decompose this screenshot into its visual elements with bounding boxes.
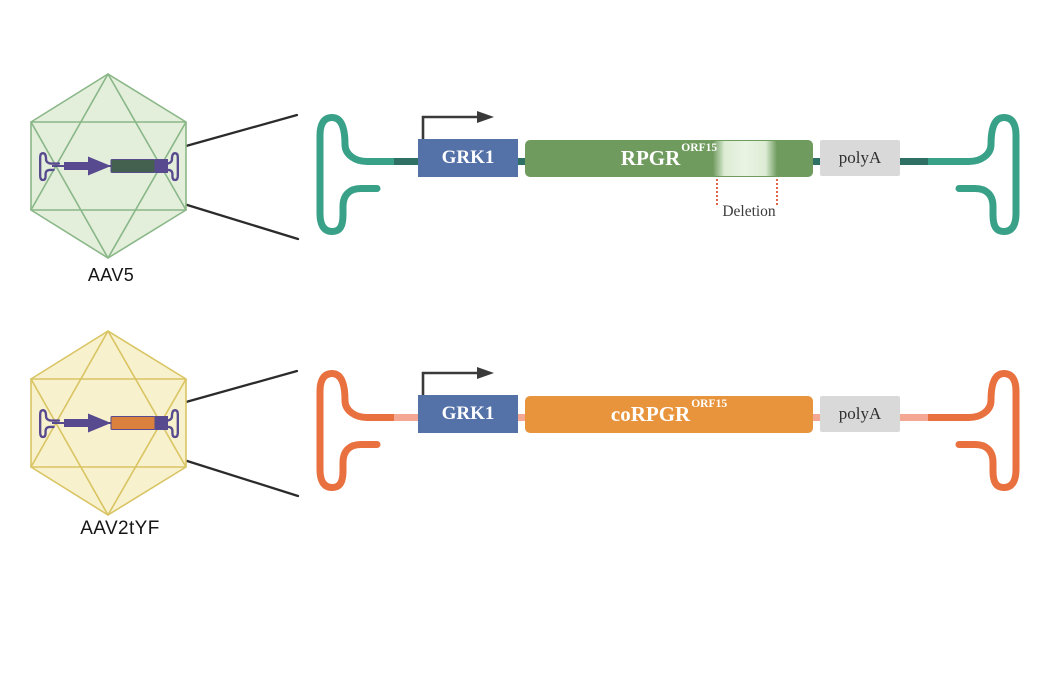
tss-arrow-icon — [421, 367, 494, 395]
mini-itr-right-icon — [157, 409, 179, 439]
mini-cassette-block — [155, 416, 168, 430]
itr-left-icon-aav2tyf — [316, 370, 404, 491]
promoter-label: GRK1 — [441, 403, 495, 424]
capsid-genome-aav5 — [39, 152, 179, 182]
deletion-label: Deletion — [722, 203, 776, 220]
gene-label-superscript: ORF15 — [681, 142, 718, 155]
gene-box-corpgr: coRPGRORF15 — [525, 396, 813, 433]
mini-itr-left-icon — [39, 152, 61, 182]
capsid-aav2tyf-icon — [30, 330, 187, 516]
promoter-box-grk1: GRK1 — [418, 139, 518, 177]
gene-label: coRPGRORF15 — [610, 398, 728, 426]
pointer-lines-aav5 — [182, 113, 300, 241]
promoter-box-grk1: GRK1 — [418, 395, 518, 433]
itr-right-icon-aav2tyf — [932, 370, 1020, 491]
capsid-aav5-icon — [30, 73, 187, 259]
capsid-label-aav2tyf: AAV2tYF — [80, 518, 160, 539]
deletion-marker-left — [716, 179, 718, 205]
tss-arrow-icon — [421, 111, 494, 139]
capsid-facets — [30, 330, 187, 516]
mini-gene-insert — [110, 159, 156, 173]
mini-itr-left-icon — [39, 409, 61, 439]
capsid-label-aav5: AAV5 — [87, 265, 135, 285]
pointer-lines-aav2tyf — [182, 369, 300, 498]
mini-arrow-icon — [64, 413, 111, 433]
itr-left-icon-aav5 — [316, 114, 404, 235]
mini-itr-right-icon — [157, 152, 179, 182]
capsid-facets — [30, 73, 187, 259]
polya-box: polyA — [820, 140, 900, 176]
capsid-genome-aav2tyf — [39, 409, 179, 439]
deletion-marker-right — [776, 179, 778, 205]
mini-cassette-block — [155, 159, 168, 173]
gene-label-superscript: ORF15 — [691, 398, 728, 411]
itr-right-icon-aav5 — [932, 114, 1020, 235]
deletion-region — [713, 141, 777, 176]
gene-label: RPGRORF15 — [620, 142, 718, 170]
polya-box: polyA — [820, 396, 900, 432]
mini-gene-insert — [110, 416, 156, 430]
polya-label: polyA — [838, 148, 882, 167]
polya-label: polyA — [838, 404, 882, 423]
mini-arrow-icon — [64, 156, 111, 176]
promoter-label: GRK1 — [441, 147, 495, 168]
